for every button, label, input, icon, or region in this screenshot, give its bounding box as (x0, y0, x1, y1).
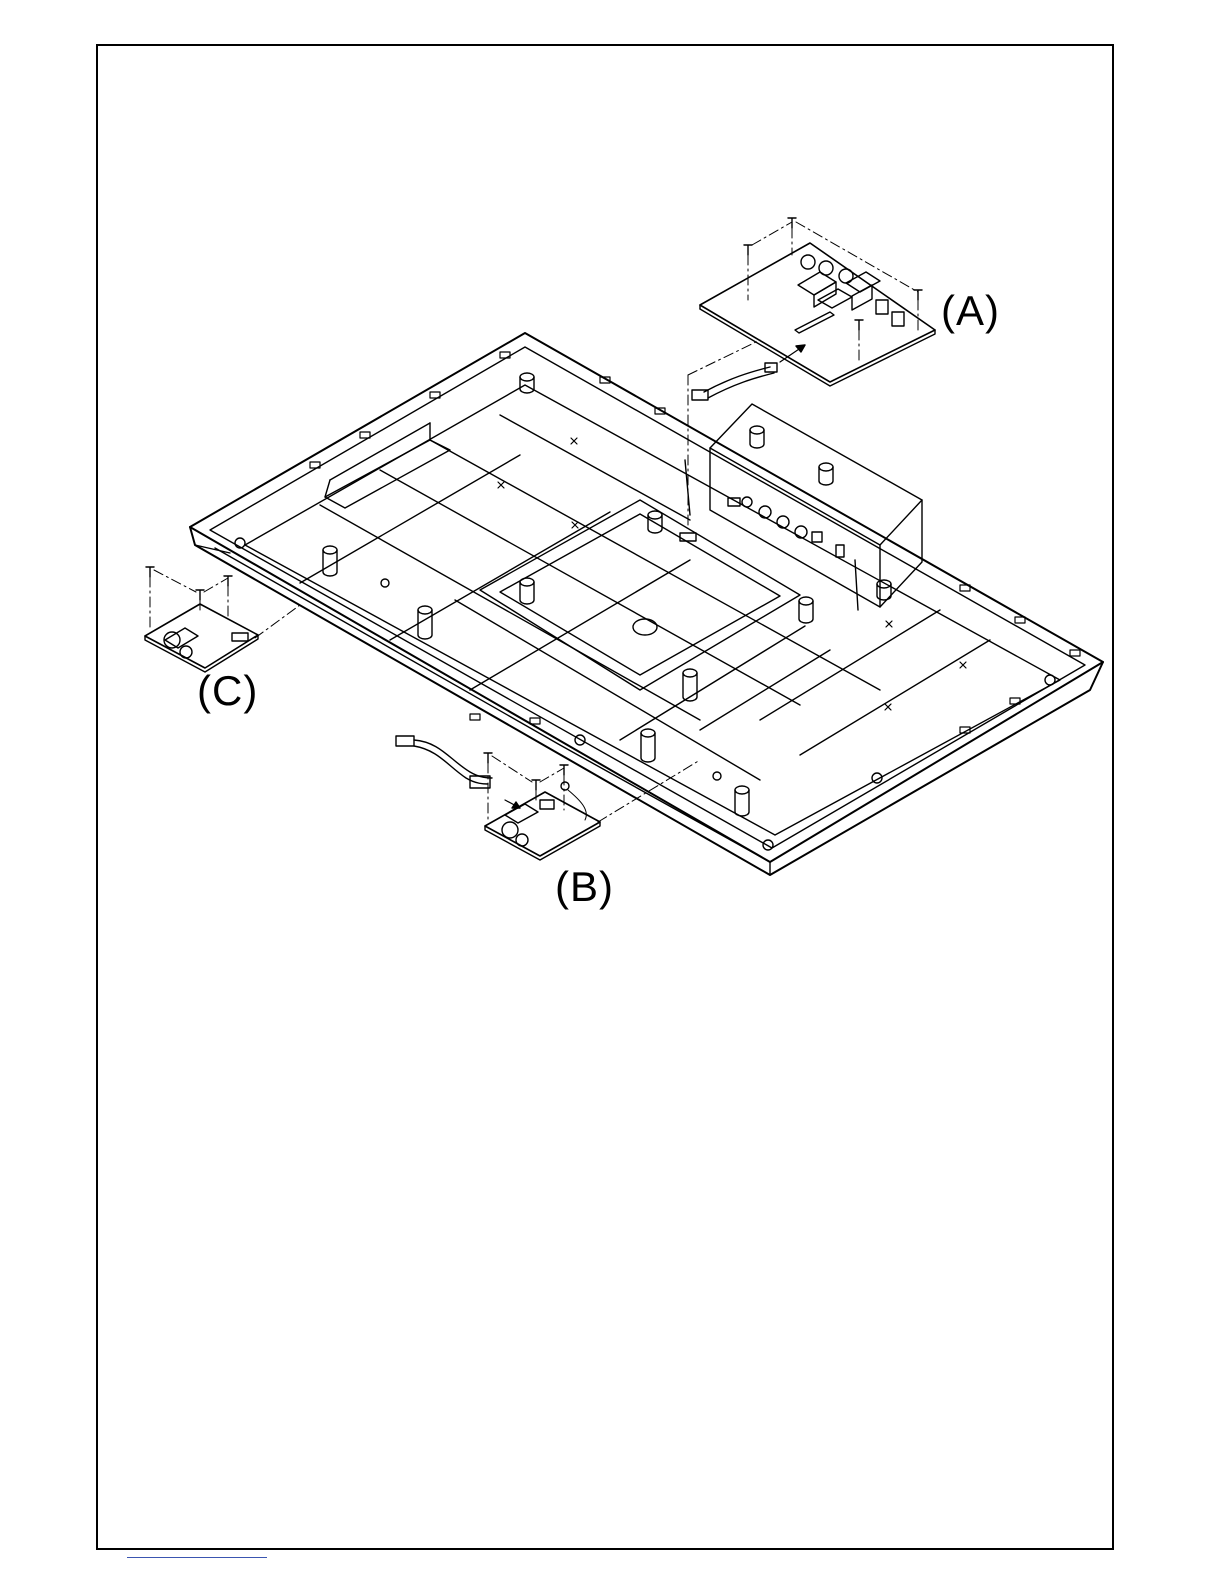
cabinet-tray (190, 333, 1103, 875)
callout-label-c: (C) (197, 670, 258, 712)
callout-label-a: (A) (941, 290, 1000, 332)
rear-panel (680, 404, 922, 610)
footer-rule (127, 1557, 267, 1558)
callout-label-b: (B) (555, 866, 614, 908)
pcb-assembly-a (688, 218, 935, 528)
